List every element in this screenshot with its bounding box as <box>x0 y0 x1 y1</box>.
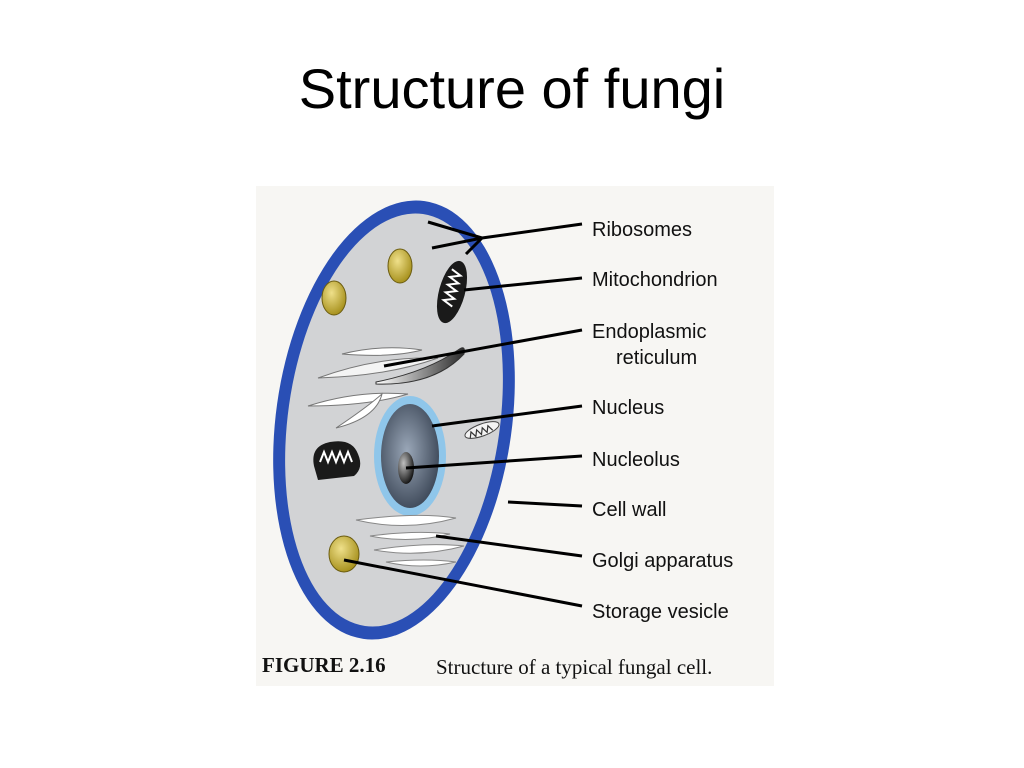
ribosomes-leader-branch <box>427 220 483 240</box>
label-nucleolus: Nucleolus <box>592 449 680 471</box>
mitochondrion-lower <box>313 441 361 480</box>
golgi-apparatus <box>355 514 465 567</box>
label-ribosomes: Ribosomes <box>592 219 692 241</box>
label-golgi-apparatus: Golgi apparatus <box>592 550 733 572</box>
figure-caption-number: FIGURE 2.16 <box>262 653 386 677</box>
slide-title: Structure of fungi <box>298 57 726 120</box>
cell-wall-leader <box>507 500 583 508</box>
leader-lines <box>343 220 583 608</box>
storage-vesicles <box>321 248 413 573</box>
label-mitochondrion: Mitochondrion <box>592 269 718 291</box>
storage-vesicle <box>328 535 360 573</box>
label-cell-wall: Cell wall <box>592 499 666 521</box>
ribosomes-leader-branch <box>431 236 483 250</box>
er-leader <box>383 328 583 368</box>
storage-vesicle <box>321 280 347 316</box>
mitochondrion-small <box>464 421 500 439</box>
storage-vesicle <box>387 248 413 284</box>
label-reticulum: reticulum <box>616 347 697 369</box>
mitochondrion-leader <box>463 276 583 292</box>
fungal-cell-diagram: Ribosomes Mitochondrion Endoplasmic reti… <box>262 200 733 679</box>
ribosomes-leader-branch <box>464 236 484 256</box>
mitochondrion-upper <box>436 260 468 324</box>
fungal-cell-figure: Ribosomes Mitochondrion Endoplasmic reti… <box>256 186 774 686</box>
nucleus <box>374 396 446 516</box>
golgi-leader <box>435 534 583 558</box>
ribosomes-leader <box>481 222 583 240</box>
storage-vesicle-leader <box>343 558 583 608</box>
figure-caption-text: Structure of a typical fungal cell. <box>436 655 712 679</box>
label-nucleus: Nucleus <box>592 397 664 419</box>
nucleus-leader <box>431 404 583 428</box>
label-endoplasmic: Endoplasmic <box>592 321 707 343</box>
nucleolus-leader <box>405 454 583 470</box>
label-storage-vesicle: Storage vesicle <box>592 601 729 623</box>
